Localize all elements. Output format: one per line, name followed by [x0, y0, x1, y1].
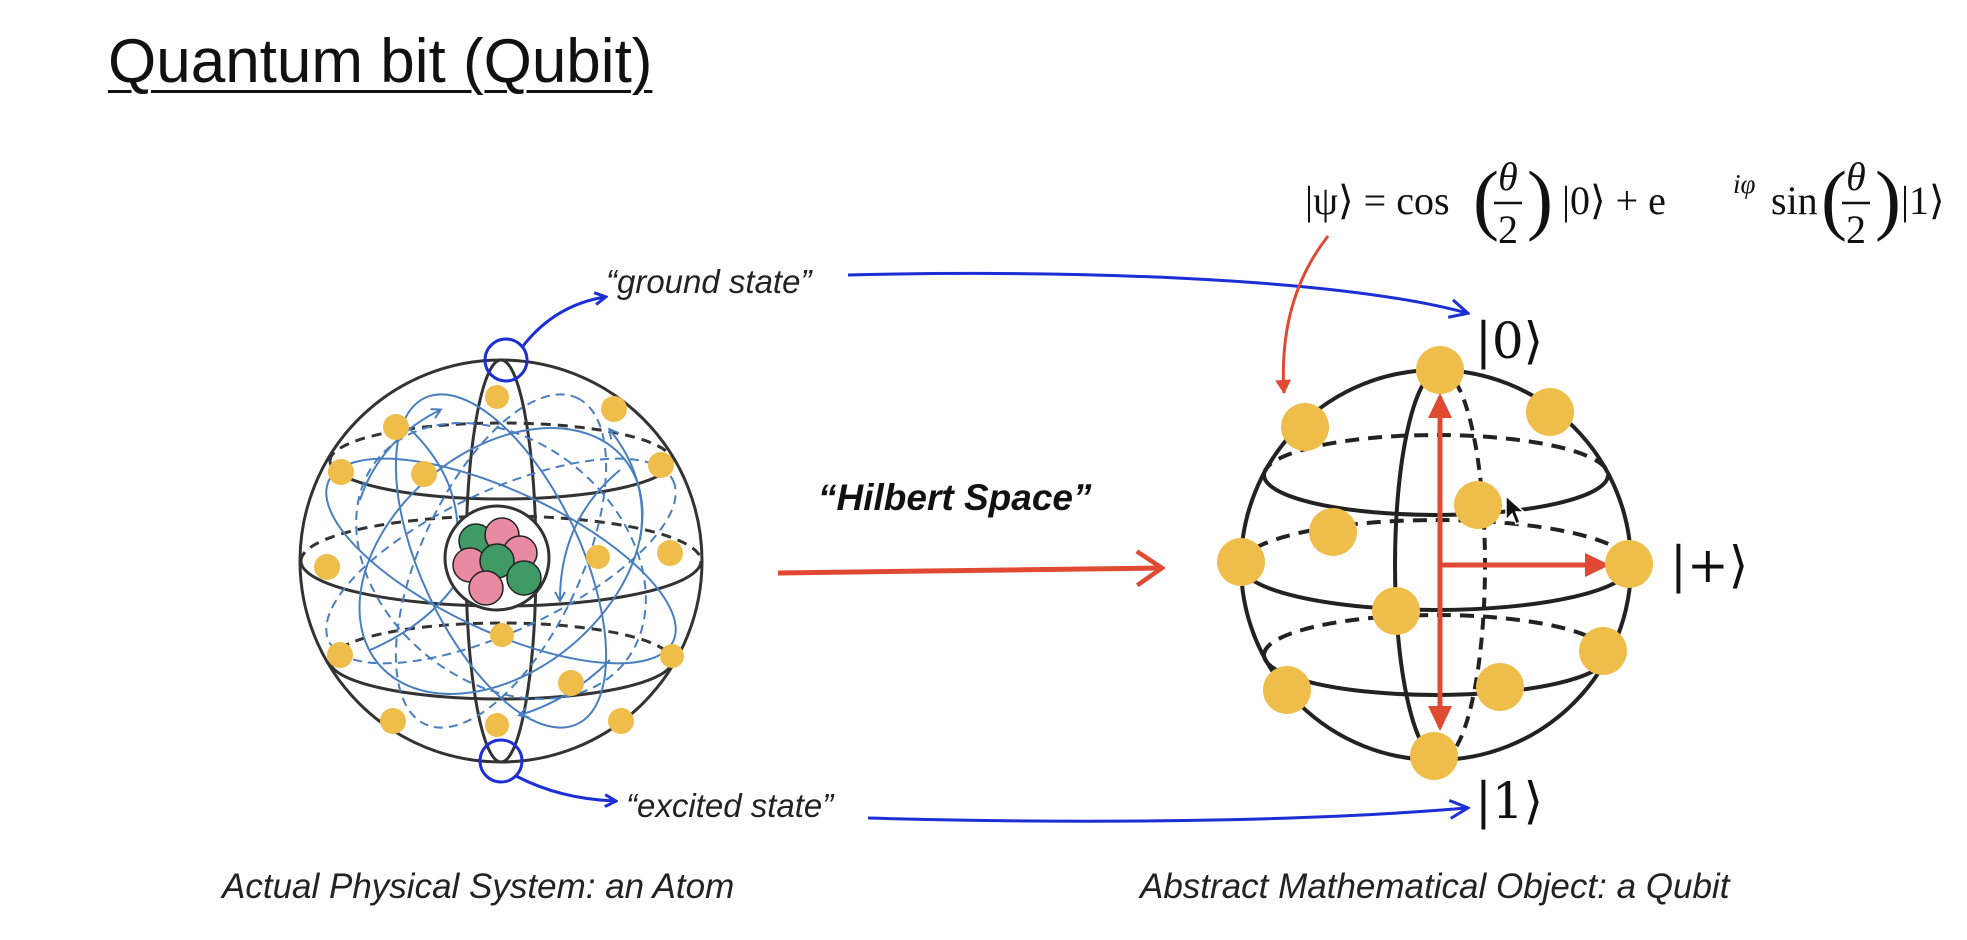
paren-close-2: ) [1875, 155, 1901, 242]
formula-rhs: |1⟩ [1901, 178, 1945, 223]
ket-zero: |0⟩ [1475, 312, 1543, 370]
point-one [1410, 732, 1458, 780]
ground-to-zero-arrow [847, 271, 1467, 313]
formula-sin: sin [1771, 178, 1818, 223]
formula-exponent: iφ [1733, 169, 1756, 199]
atom-electrons [314, 385, 684, 737]
excited-pointer-arrow [515, 774, 615, 801]
ket-plus: |+⟩ [1670, 536, 1748, 594]
bloch-sphere [1217, 346, 1653, 780]
state-formula: |ψ⟩ = cos ( θ 2 ) |0⟩ + e iφ sin ( θ 2 )… [1305, 154, 1945, 252]
right-caption: Abstract Mathematical Object: a Qubit [1138, 867, 1731, 906]
bloch-state-points [1217, 346, 1653, 780]
formula-theta-1: θ [1498, 154, 1518, 199]
point-plus [1605, 540, 1653, 588]
paren-open-2: ( [1821, 155, 1847, 242]
ground-state-marker [483, 337, 529, 383]
bloch-meridian-front [1393, 368, 1441, 762]
formula-two-2: 2 [1846, 207, 1866, 252]
ground-pointer-arrow [521, 297, 605, 347]
slide-title: Quantum bit (Qubit) [108, 27, 653, 96]
formula-lhs: |ψ⟩ = cos [1305, 178, 1450, 223]
formula-two-1: 2 [1498, 207, 1518, 252]
ket-one: |1⟩ [1475, 772, 1543, 830]
paren-close-1: ) [1527, 155, 1553, 242]
formula-pointer-arrow [1275, 235, 1330, 394]
left-caption: Actual Physical System: an Atom [220, 867, 734, 906]
excited-state-label: “excited state” [626, 787, 835, 824]
ground-state-label: “ground state” [606, 263, 813, 300]
excited-to-one-arrow [867, 808, 1467, 823]
hilbert-mapping-arrow [777, 568, 1162, 573]
nucleus [443, 504, 551, 612]
formula-mid: |0⟩ + e [1562, 178, 1666, 223]
point-zero [1416, 346, 1464, 394]
excited-state-marker [478, 738, 524, 784]
atom-illustration [298, 337, 704, 784]
paren-open-1: ( [1473, 155, 1499, 242]
hilbert-space-label: “Hilbert Space” [818, 477, 1092, 518]
mouse-cursor-icon [1505, 494, 1526, 526]
formula-theta-2: θ [1846, 154, 1866, 199]
